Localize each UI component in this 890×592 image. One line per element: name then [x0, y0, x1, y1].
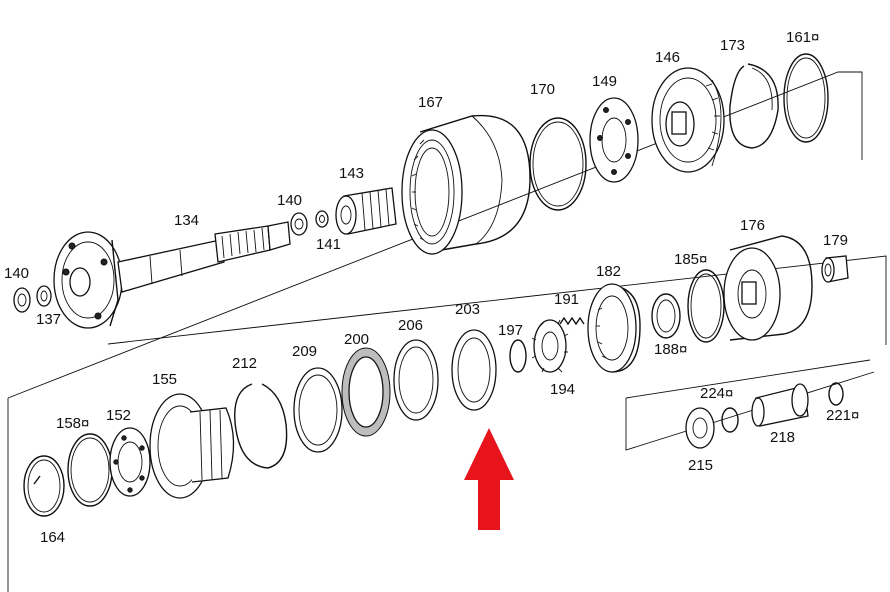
part-164-snap-ring: [23, 455, 65, 517]
label-176: 176: [740, 217, 765, 234]
label-182: 182: [596, 263, 621, 280]
label-141: 141: [316, 236, 341, 253]
label-137: 137: [36, 311, 61, 328]
part-212-snap-ring: [234, 383, 288, 469]
part-134-carrier-shaft: [53, 221, 291, 329]
part-200-friction-disc: [341, 347, 391, 437]
label-173: 173: [720, 37, 745, 54]
part-167-ring-gear-drum: [401, 114, 531, 255]
part-197-small-ring: [509, 339, 527, 373]
label-152: 152: [106, 407, 131, 424]
label-164: 164: [40, 529, 65, 546]
part-218-plug-valve: [751, 383, 809, 427]
label-167: 167: [418, 94, 443, 111]
label-149: 149: [592, 73, 617, 90]
part-206-steel-plate: [393, 339, 439, 421]
part-140-needle-bearing-shaft: [290, 212, 308, 236]
part-182-drum: [587, 283, 641, 373]
label-221: 221¤: [826, 407, 859, 424]
label-224: 224¤: [700, 385, 733, 402]
red-pointer-arrow: [464, 428, 514, 530]
part-146-clutch-hub: [651, 67, 725, 173]
part-140-needle-bearing-left: [13, 287, 31, 313]
part-143-sun-gear: [335, 187, 397, 235]
label-218: 218: [770, 429, 795, 446]
part-188-piston-seal: [651, 293, 681, 339]
part-137-washer: [36, 285, 52, 307]
label-215: 215: [688, 457, 713, 474]
label-146: 146: [655, 49, 680, 66]
part-179-needle-bushing: [821, 255, 849, 283]
part-209-steel-plate: [293, 367, 343, 453]
part-149-thrust-plate: [589, 97, 639, 183]
label-188: 188¤: [654, 341, 687, 358]
label-179: 179: [823, 232, 848, 249]
part-224-washer: [721, 407, 739, 433]
part-141-washer: [315, 210, 329, 228]
label-155: 155: [152, 371, 177, 388]
part-194-freewheel: [531, 319, 569, 373]
label-161: 161¤: [786, 29, 819, 46]
label-209: 209: [292, 343, 317, 360]
part-161-ring: [783, 53, 829, 143]
label-197: 197: [498, 322, 523, 339]
label-143: 143: [339, 165, 364, 182]
label-194: 194: [550, 381, 575, 398]
part-170-large-ring: [529, 117, 587, 211]
label-140-left: 140: [4, 265, 29, 282]
label-212: 212: [232, 355, 257, 372]
part-173-snap-ring: [729, 63, 779, 149]
label-140-shaft: 140: [277, 192, 302, 209]
part-203-pressure-plate: [451, 329, 497, 411]
part-215-retainer: [685, 407, 715, 449]
label-206: 206: [398, 317, 423, 334]
label-134: 134: [174, 212, 199, 229]
part-176-clutch-housing: [723, 235, 813, 341]
label-200: 200: [344, 331, 369, 348]
part-185-ring: [687, 269, 725, 343]
label-158: 158¤: [56, 415, 89, 432]
label-185: 185¤: [674, 251, 707, 268]
part-158-ring: [67, 433, 113, 507]
label-191: 191: [554, 291, 579, 308]
part-labels: 140 137 134 140 141 143 167 170 149 146 …: [4, 29, 859, 546]
part-221-small-ring: [828, 382, 844, 406]
label-170: 170: [530, 81, 555, 98]
label-203: 203: [455, 301, 480, 318]
part-155-brake-hub: [149, 393, 235, 499]
part-191-spring: [559, 316, 585, 326]
part-152-plate: [109, 427, 151, 497]
